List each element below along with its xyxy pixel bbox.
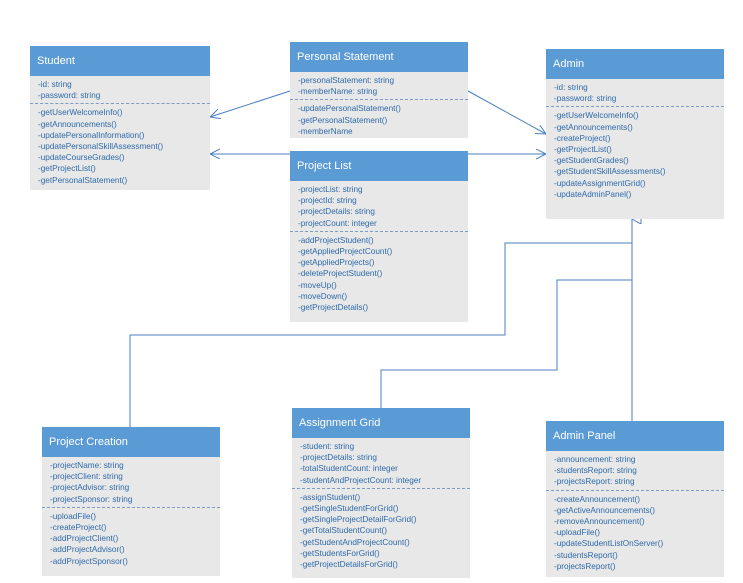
operation: -moveDown() xyxy=(298,291,348,301)
connector-assignment-grid-to-admin xyxy=(380,279,632,408)
operation: -createAnnouncement() xyxy=(554,494,641,504)
attribute: -totalStudentCount: integer xyxy=(300,464,398,474)
operation: -getUserWelcomeInfo() xyxy=(38,108,123,118)
operations: -addProjectStudent() -getAppliedProjectC… xyxy=(290,230,468,315)
operations: -updatePersonalStatement() -getPersonalS… xyxy=(290,99,468,139)
attribute: -announcement: string xyxy=(554,455,636,464)
operation: -getProjectList() xyxy=(554,145,612,155)
attribute: -projectCount: integer xyxy=(298,218,377,228)
operation: -updateAssignmentGrid() xyxy=(554,178,646,188)
operation: -getAppliedProjectCount() xyxy=(298,247,393,257)
attribute: -projectList: string xyxy=(298,185,363,194)
operation: -moveUp() xyxy=(298,280,337,290)
operation: -memberName xyxy=(298,126,353,136)
operation: -removeAnnouncement() xyxy=(554,517,645,527)
operation: -uploadFile() xyxy=(50,511,96,521)
attribute: -studentsReport: string xyxy=(554,466,637,476)
operation: -assignStudent() xyxy=(300,492,361,502)
operations: -getUserWelcomeInfo() -getAnnouncements(… xyxy=(30,103,210,187)
operation: -getTotalStudentCount() xyxy=(300,526,387,536)
attribute: -studentAndProjectCount: integer xyxy=(300,475,422,485)
attributes: -projectName: string -projectClient: str… xyxy=(42,457,220,507)
attribute: -projectSponsor: string xyxy=(50,494,133,504)
class-title: Admin xyxy=(546,49,724,79)
operation: -getActiveAnnouncements() xyxy=(554,505,656,515)
operation: -getProjectDetailsForGrid() xyxy=(300,560,398,570)
class-personal-statement: Personal Statement -personalStatement: s… xyxy=(290,42,468,138)
operation: -createProject() xyxy=(50,523,107,533)
attribute: -projectsReport: string xyxy=(554,477,635,487)
attributes: -id: string -password: string xyxy=(30,76,210,103)
operation: -createProject() xyxy=(554,133,611,143)
attributes: -personalStatement: string -memberName: … xyxy=(290,72,468,99)
attribute: -id: string xyxy=(554,83,588,92)
operation: -getSingleStudentForGrid() xyxy=(300,504,399,514)
attribute: -projectAdvisor: string xyxy=(50,483,130,493)
connector-personal-statement-to-student xyxy=(210,90,291,117)
operation: -getAnnouncements() xyxy=(38,119,117,129)
attribute: -projectId: string xyxy=(298,196,357,206)
attributes: -id: string -password: string xyxy=(546,79,724,106)
class-admin: Admin -id: string -password: string -get… xyxy=(546,49,724,219)
attribute: -student: string xyxy=(300,442,355,451)
class-title: Project List xyxy=(290,151,468,181)
operation: -updateCourseGrades() xyxy=(38,153,125,163)
operations: -uploadFile() -createProject() -addProje… xyxy=(42,506,220,569)
operation: -updatePersonalInformation() xyxy=(38,130,145,140)
operation: -projectsReport() xyxy=(554,561,616,571)
operation: -updatePersonalSkillAssessment() xyxy=(38,142,164,152)
class-title: Admin Panel xyxy=(546,421,724,451)
attribute: -projectName: string xyxy=(50,461,124,470)
operation: -getStudentGrades() xyxy=(554,156,629,166)
operation: -getStudentAndProjectCount() xyxy=(300,537,410,547)
attributes: -announcement: string -studentsReport: s… xyxy=(546,451,724,490)
attribute: -password: string xyxy=(38,91,101,101)
class-project-creation: Project Creation -projectName: string -p… xyxy=(42,427,220,576)
class-title: Student xyxy=(30,46,210,76)
attribute: -projectDetails: string xyxy=(298,207,375,217)
operation: -getSingleProjectDetailForGrid() xyxy=(300,515,417,525)
attribute: -projectClient: string xyxy=(50,472,123,482)
operations: -getUserWelcomeInfo() -getAnnouncements(… xyxy=(546,106,724,202)
attributes: -projectList: string -projectId: string … xyxy=(290,181,468,231)
operation: -addProjectStudent() xyxy=(298,235,374,245)
operation: -studentsReport() xyxy=(554,550,618,560)
attribute: -password: string xyxy=(554,94,617,104)
attribute: -personalStatement: string xyxy=(298,76,395,85)
operations: -createAnnouncement() -getActiveAnnounce… xyxy=(546,489,724,574)
operation: -getPersonalStatement() xyxy=(38,175,128,185)
attribute: -memberName: string xyxy=(298,87,378,97)
operation: -addProjectClient() xyxy=(50,534,119,544)
operation: -getAnnouncements() xyxy=(554,122,633,132)
class-title: Project Creation xyxy=(42,427,220,457)
operation: -updateStudentListOnServer() xyxy=(554,539,664,549)
operation: -getProjectList() xyxy=(38,164,96,174)
operation: -getStudentSkillAssessments() xyxy=(554,167,666,177)
operation: -getAppliedProjects() xyxy=(298,258,375,268)
class-title: Personal Statement xyxy=(290,42,468,72)
operation: -getPersonalStatement() xyxy=(298,115,388,125)
class-admin-panel: Admin Panel -announcement: string -stude… xyxy=(546,421,724,577)
operation: -addProjectAdvisor() xyxy=(50,545,125,555)
attributes: -student: string -projectDetails: string… xyxy=(292,438,470,488)
class-title: Assignment Grid xyxy=(292,408,470,438)
class-assignment-grid: Assignment Grid -student: string -projec… xyxy=(292,408,470,578)
connector-personal-statement-to-admin xyxy=(467,90,546,134)
operation: -getUserWelcomeInfo() xyxy=(554,111,639,121)
operation: -uploadFile() xyxy=(554,528,600,538)
class-student: Student -id: string -password: string -g… xyxy=(30,46,210,190)
operation: -deleteProjectStudent() xyxy=(298,269,383,279)
attribute: -id: string xyxy=(38,80,72,89)
operation: -updateAdminPanel() xyxy=(554,189,632,199)
operation: -getProjectDetails() xyxy=(298,303,369,313)
class-project-list: Project List -projectList: string -proje… xyxy=(290,151,468,322)
attribute: -projectDetails: string xyxy=(300,453,377,463)
operation: -addProjectSponsor() xyxy=(50,556,128,566)
operation: -getStudentsForGrid() xyxy=(300,548,380,558)
operations: -assignStudent() -getSingleStudentForGri… xyxy=(292,487,470,572)
operation: -updatePersonalStatement() xyxy=(298,104,401,114)
